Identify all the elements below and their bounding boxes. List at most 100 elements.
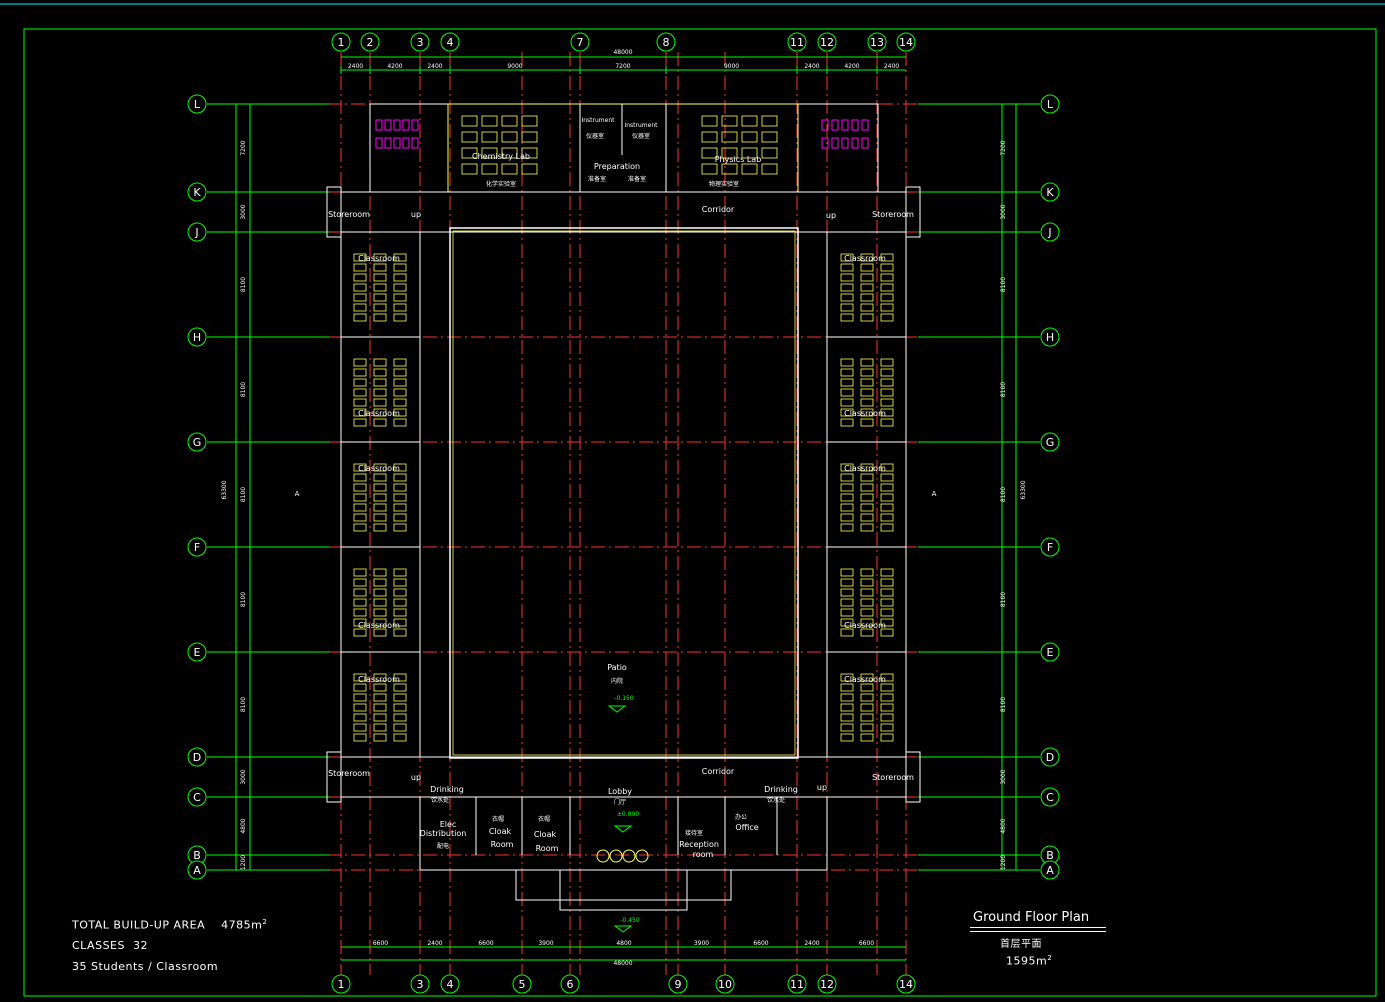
desk-1-2-2-4: [880, 503, 894, 512]
desk-0-1-0-3: [353, 388, 367, 397]
grid-col-bottom-1: 1: [338, 978, 345, 991]
grid-row-right-D: D: [1046, 751, 1054, 764]
phys-bench-2-1: [741, 131, 758, 143]
grid-col-bottom-11: 11: [790, 978, 804, 991]
desk-1-3-2-1: [880, 578, 894, 587]
label-up-nw: up: [411, 210, 421, 219]
desk-1-0-1-4: [860, 293, 874, 302]
west-wing: [340, 231, 421, 758]
phys-bench-1-3: [721, 163, 738, 175]
desk-1-2-2-0: [880, 463, 894, 472]
dim-side-right-2: 8100: [1000, 277, 1007, 292]
grid-row-left-D: D: [193, 751, 201, 764]
label-office: Office: [735, 823, 758, 832]
desk-1-3-0-0: [840, 568, 854, 577]
phys-bench-0-0: [701, 115, 718, 127]
desk-0-0-0-3: [353, 283, 367, 292]
desk-1-0-1-0: [860, 253, 874, 262]
desk-1-0-1-1: [860, 263, 874, 272]
desk-1-3-1-4: [860, 608, 874, 617]
label-physics-cn: 物理实验室: [709, 180, 739, 188]
desk-1-0-0-1: [840, 263, 854, 272]
storeroom-wall-2: [905, 186, 921, 238]
desk-0-1-0-5: [353, 408, 367, 417]
desk-1-0-2-1: [880, 263, 894, 272]
toilet-w1-1: [384, 119, 392, 131]
section-mark-left: A: [295, 490, 300, 498]
label-up-ne: up: [826, 211, 836, 220]
chem-bench-3-1: [521, 131, 538, 143]
phys-bench-1-0: [721, 115, 738, 127]
dim-top-7: 4200: [844, 63, 859, 70]
desk-1-4-1-6: [860, 733, 874, 742]
grid-row-left-D-circle: [187, 747, 207, 767]
desk-1-4-2-3: [880, 703, 894, 712]
desk-1-2-0-0: [840, 463, 854, 472]
chem-bench-1-2: [481, 147, 498, 159]
dim-bot-8: 6600: [859, 940, 874, 947]
floor-area-sup: 2: [1047, 954, 1053, 962]
grid-col-top-2: 2: [367, 36, 374, 49]
chem-bench-1-3: [481, 163, 498, 175]
label-preparation: Preparation: [594, 162, 640, 171]
desk-0-2-1-3: [373, 493, 387, 502]
label-elec-cn: 配电: [437, 842, 449, 850]
grid-row-left-J: J: [194, 226, 198, 239]
label-drinking-e: Drinking: [764, 785, 798, 794]
grid-row-left-L-circle: [187, 94, 207, 114]
dim-bot-6: 6600: [753, 940, 768, 947]
grid-col-bottom-4: 4: [447, 978, 454, 991]
drawing-title: Ground Floor Plan: [973, 910, 1090, 925]
grid-col-top-13-circle: [867, 32, 887, 52]
chem-bench-1-0: [481, 115, 498, 127]
desk-0-2-2-2: [393, 483, 407, 492]
phys-bench-2-3: [741, 163, 758, 175]
desk-0-4-2-3: [393, 703, 407, 712]
desk-1-0-2-0: [880, 253, 894, 262]
toilet-e1-0: [821, 119, 829, 131]
desk-0-0-2-4: [393, 293, 407, 302]
desk-0-0-2-6: [393, 313, 407, 322]
chem-bench-2-0: [501, 115, 518, 127]
desk-1-0-0-0: [840, 253, 854, 262]
label-prep-cn-2: 准备室: [628, 175, 646, 183]
desk-0-2-1-2: [373, 483, 387, 492]
grid-row-left-L: L: [194, 98, 201, 111]
label-cloak-cn-2: 衣帽: [538, 815, 550, 823]
entrance-door-0: [596, 849, 610, 863]
desk-0-4-1-0: [373, 673, 387, 682]
label-classroom-west-4: Classroom: [358, 675, 400, 684]
desk-0-3-0-6: [353, 628, 367, 637]
desk-1-3-1-2: [860, 588, 874, 597]
label-cloak-1: Cloak: [489, 827, 512, 836]
desk-1-1-0-6: [840, 418, 854, 427]
desk-0-1-1-6: [373, 418, 387, 427]
chem-bench-0-3: [461, 163, 478, 175]
label-up-sw: up: [411, 773, 421, 782]
desk-1-3-0-6: [840, 628, 854, 637]
total-area-sup: 2: [262, 918, 268, 926]
dim-side-right-3: 8100: [1000, 382, 1007, 397]
label-drinking-w-cn: 饮水处: [431, 796, 449, 804]
desk-1-4-2-5: [880, 723, 894, 732]
desk-1-2-2-2: [880, 483, 894, 492]
desk-1-1-1-4: [860, 398, 874, 407]
chem-bench-2-3: [501, 163, 518, 175]
desk-1-0-2-5: [880, 303, 894, 312]
grid-col-bottom-3-circle: [410, 974, 430, 994]
label-storeroom-nw: Storeroom: [328, 210, 370, 219]
label-instr-cn-2: 仪器室: [632, 132, 650, 140]
desk-1-1-0-1: [840, 368, 854, 377]
grid-row-right-B: B: [1046, 849, 1054, 862]
desk-1-3-1-3: [860, 598, 874, 607]
desk-0-3-0-0: [353, 568, 367, 577]
grid-row-left-F: F: [194, 541, 200, 554]
desk-0-1-0-1: [353, 368, 367, 377]
grid-col-top-3-circle: [410, 32, 430, 52]
desk-1-0-0-3: [840, 283, 854, 292]
desk-1-4-2-0: [880, 673, 894, 682]
label-reception: Reception: [679, 840, 719, 849]
